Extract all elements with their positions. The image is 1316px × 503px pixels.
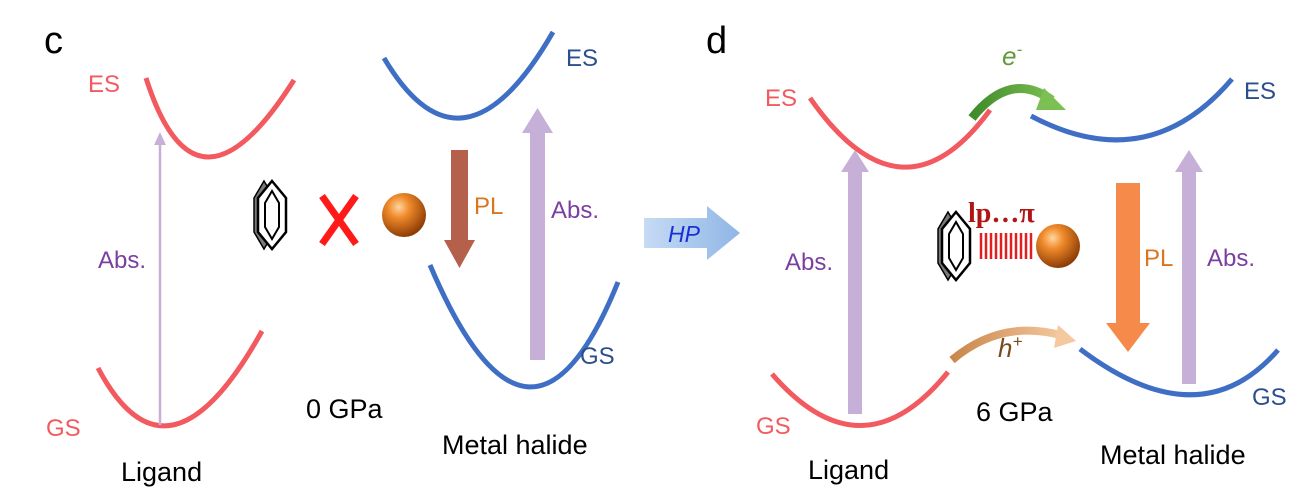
ligand-es-curve-d [807,96,993,170]
ligand-abs-arrowhead [154,132,166,145]
hole-transfer-arrowhead [1054,325,1076,348]
metal-atom-sphere-icon [382,193,426,237]
interaction-dashes [979,233,1033,259]
pl-arrowhead-d [1106,323,1150,352]
metal-gs-curve-d [1078,347,1280,398]
ligand-gs-curve [95,329,265,429]
metal-gs-curve [427,264,621,390]
metal-abs-label-c: Abs. [551,197,599,224]
ligand-gs-curve-d [770,370,950,428]
ligand-es-curve [143,77,297,160]
pl-label-d: PL [1144,245,1173,272]
metal-abs-arrowhead-d [1175,150,1203,172]
high-pressure-arrow [644,206,740,260]
electron-transfer-arrowhead [1036,88,1066,110]
pl-arrow-d [1116,183,1140,325]
hp-label: HP [668,221,701,247]
ligand-gs-label: GS [46,415,81,442]
ligand-label-d: Ligand [808,455,889,485]
panel-c-letter: c [44,20,63,62]
metal-abs-label-d: Abs. [1207,245,1255,272]
metal-gs-label: GS [580,343,615,370]
ligand-abs-arrow-d [848,170,862,414]
metal-es-label: ES [566,45,598,72]
ligand-es-label-d: ES [765,85,797,112]
pl-label-c: PL [474,193,503,220]
metal-halide-label-c: Metal halide [442,430,588,460]
metal-atom-sphere-icon-d [1036,224,1080,268]
ligand-abs-label: Abs. [98,247,146,274]
pressure-0-label: 0 GPa [306,394,384,424]
electron-label: e- [1002,40,1022,71]
pl-arrowhead-c [444,240,475,268]
ligand-es-label: ES [88,71,120,98]
metal-es-label-d: ES [1244,78,1276,105]
lp-pi-interaction-label: lp…π [968,198,1035,229]
benzene-ring-icon [252,179,288,251]
pressure-6-label: 6 GPa [976,397,1054,427]
metal-gs-label-d: GS [1252,384,1287,411]
panel-d-letter: d [706,20,727,62]
pl-arrow-c [451,150,468,242]
ligand-gs-label-d: GS [756,413,791,440]
ligand-abs-arrowhead-d [841,150,869,172]
metal-es-curve-d [1029,77,1234,143]
metal-abs-arrowhead-c [522,108,553,133]
hole-transfer-arrow [949,326,1066,364]
metal-halide-label-d: Metal halide [1100,440,1246,470]
no-interaction-cross-icon [319,193,359,247]
hole-label: h+ [998,332,1022,363]
metal-abs-arrow-c [530,130,545,360]
ligand-abs-label-d: Abs. [785,249,833,276]
benzene-ring-icon-d [936,210,972,282]
ligand-label: Ligand [121,457,202,487]
metal-abs-arrow-d [1182,170,1196,384]
metal-es-curve [381,30,556,121]
